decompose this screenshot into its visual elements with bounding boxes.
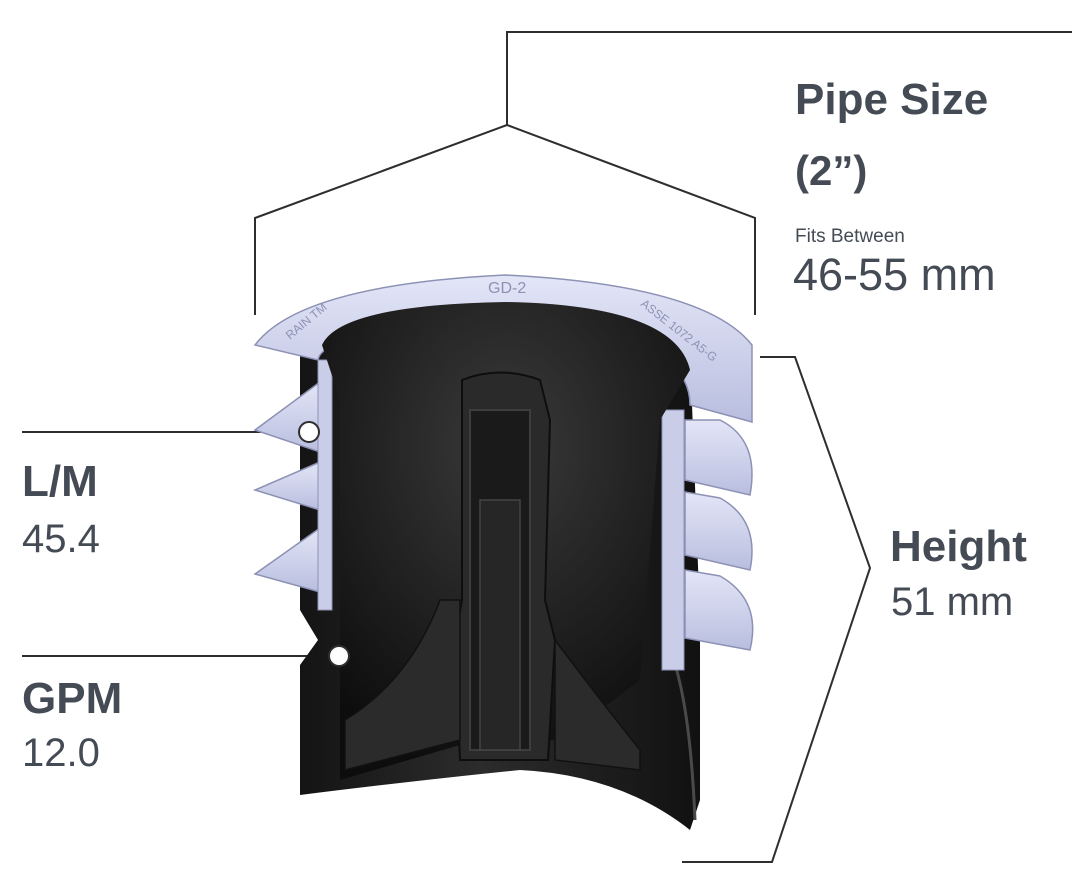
- lm-title: L/M: [22, 457, 98, 506]
- lm-indicator-dot: [298, 421, 320, 443]
- drain-insert: GD-2 RAIN TM ASSE 1072 A5-G: [252, 274, 754, 830]
- height-bracket: [682, 356, 872, 863]
- height-title: Height: [890, 522, 1027, 571]
- pipe-size-title: Pipe Size: [795, 75, 989, 124]
- gpm-value: 12.0: [22, 731, 100, 775]
- fits-between-range: 46-55 mm: [793, 249, 996, 300]
- marking-top: GD-2: [488, 280, 526, 297]
- fits-between-label: Fits Between: [795, 226, 905, 247]
- pipe-size-value: (2”): [795, 147, 868, 194]
- left-fins: [252, 359, 333, 611]
- right-fins: [661, 409, 754, 671]
- gpm-title: GPM: [22, 674, 123, 723]
- height-value: 51 mm: [891, 580, 1014, 624]
- lm-value: 45.4: [22, 517, 100, 561]
- gpm-indicator-dot: [328, 645, 350, 667]
- lower-cone: [344, 599, 461, 771]
- pipe-size-leader: [506, 31, 1072, 125]
